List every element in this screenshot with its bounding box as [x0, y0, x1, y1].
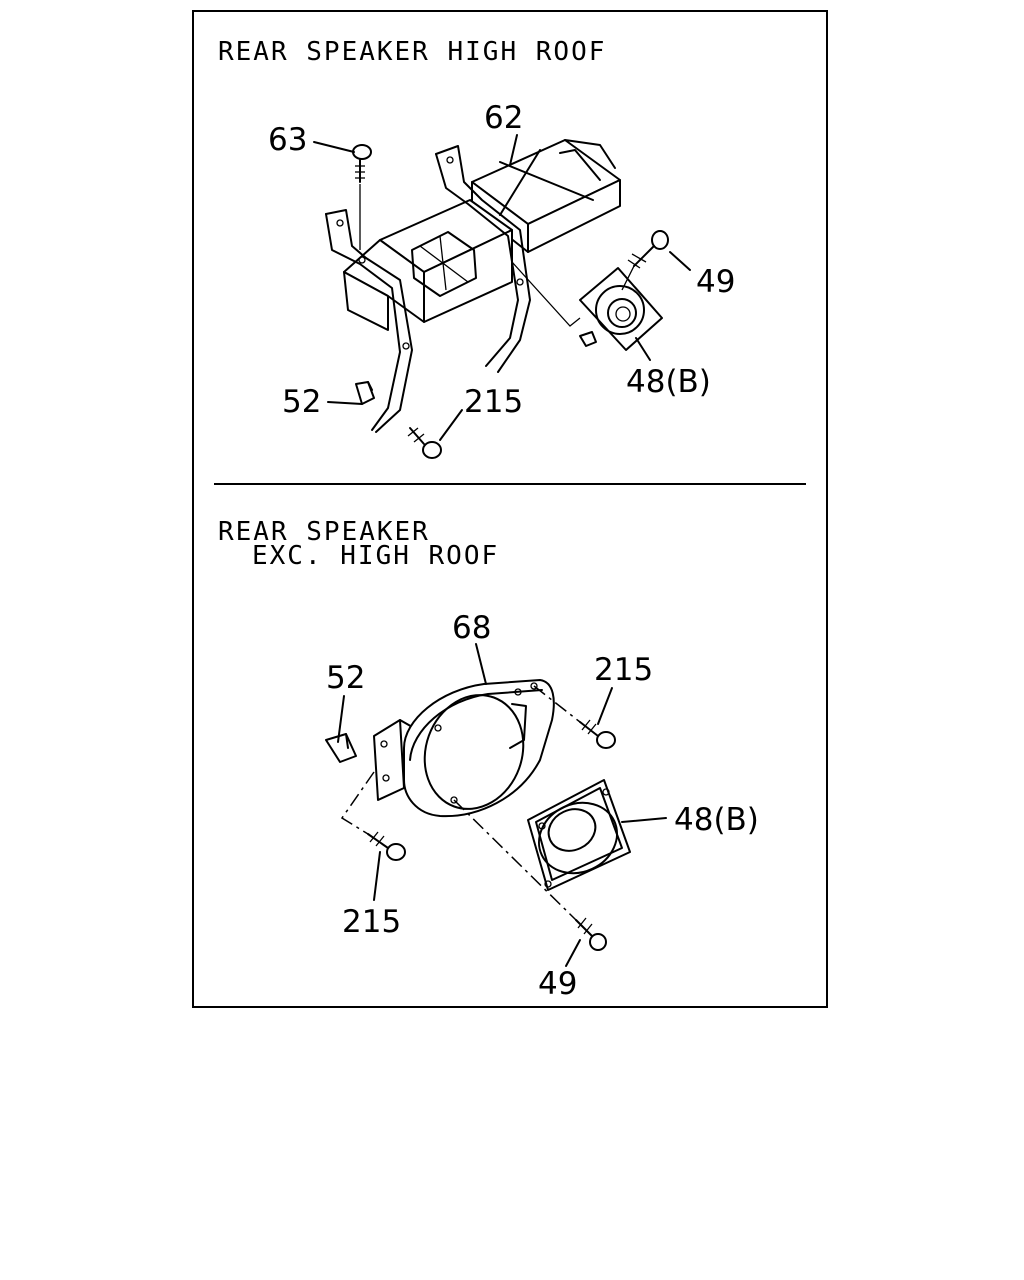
callout-215-bottom: 215	[342, 904, 401, 940]
callout-48b-high-roof: 48(B)	[626, 364, 711, 400]
leader-49-exc-high-roof	[565, 939, 581, 967]
adapter-ring-68	[403, 679, 555, 818]
clip-52-high-roof	[355, 381, 375, 405]
leader-48b-high-roof	[635, 337, 651, 361]
screw-63	[352, 144, 372, 250]
leader-68	[475, 643, 487, 685]
leader-52-exc-high-roof	[337, 695, 345, 743]
bolt-215-bottom	[367, 831, 406, 861]
callout-215-top: 215	[594, 652, 653, 688]
callout-63: 63	[268, 122, 307, 158]
clip-52-exc-high-roof	[325, 733, 357, 763]
leader-62	[509, 134, 518, 166]
callout-52-high-roof: 52	[282, 384, 321, 420]
speaker-48b-exc-high-roof	[527, 779, 631, 891]
leader-52-high-roof	[327, 401, 363, 405]
callout-215-high-roof: 215	[464, 384, 523, 420]
speaker-48b-high-roof	[511, 261, 663, 351]
section-title-high-roof: REAR SPEAKER HIGH ROOF	[218, 37, 606, 67]
callout-49-high-roof: 49	[696, 264, 735, 300]
bolt-215-high-roof	[407, 427, 442, 459]
leader-63	[313, 141, 355, 153]
diagram-frame	[192, 10, 828, 1008]
leader-48b-exc-high-roof	[621, 817, 667, 823]
callout-49-exc-high-roof: 49	[538, 966, 577, 1002]
centerline-bolt-215-bottom	[340, 771, 375, 835]
section-title-rear-speaker: REAR SPEAKER	[218, 517, 430, 547]
screw-49-exc-high-roof	[575, 917, 607, 951]
centerline-screw-49	[453, 799, 577, 921]
leader-49-high-roof	[669, 251, 691, 271]
callout-48b-exc-high-roof: 48(B)	[674, 802, 759, 838]
callout-52-exc-high-roof: 52	[326, 660, 365, 696]
section-title-exc-high-roof: EXC. HIGH ROOF	[252, 541, 499, 571]
callout-68: 68	[452, 610, 491, 646]
screw-49-high-roof	[621, 230, 669, 291]
speaker-box-62	[471, 139, 621, 253]
section-exc-high-roof: REAR SPEAKER EXC. HIGH ROOF	[218, 517, 759, 1002]
leader-215-bottom	[373, 851, 381, 901]
callout-62: 62	[484, 100, 523, 136]
leader-215-high-roof	[439, 409, 463, 441]
bolt-215-top	[579, 719, 616, 749]
mounting-bracket	[325, 145, 531, 433]
section-high-roof: REAR SPEAKER HIGH ROOF	[218, 37, 735, 459]
leader-215-top	[597, 687, 613, 725]
centerline-bolt-215-top	[533, 685, 581, 723]
